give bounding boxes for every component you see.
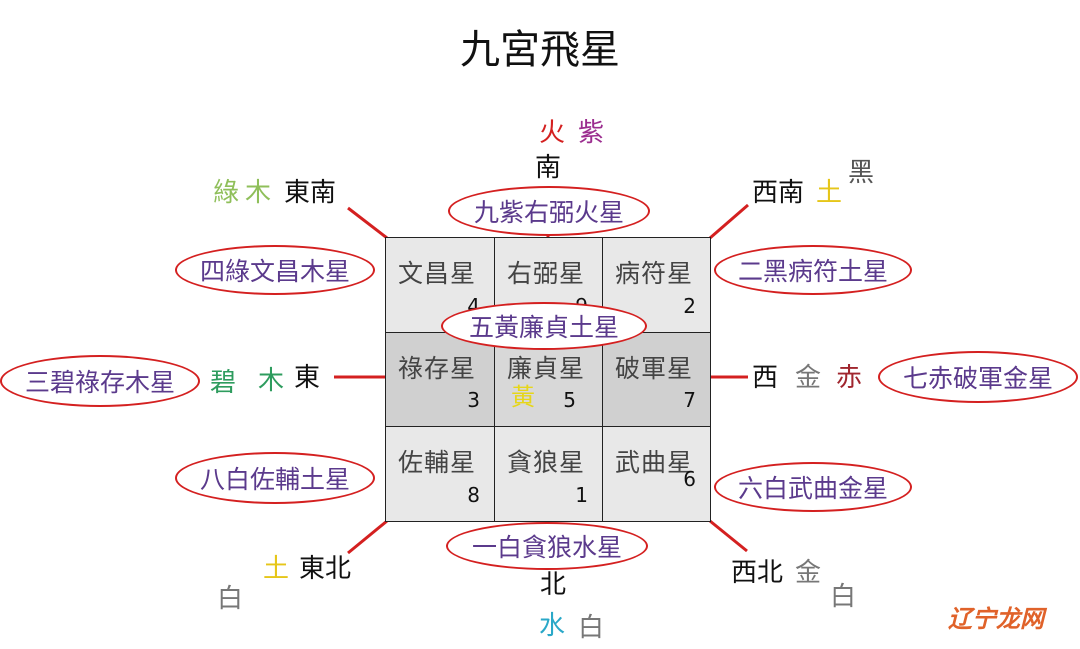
cell-name: 文昌星 bbox=[398, 259, 477, 288]
grid-cell-7: 破軍星 7 bbox=[602, 332, 711, 427]
grid-cell-1: 貪狼星 1 bbox=[494, 426, 603, 522]
center-yellow-char: 黃 bbox=[511, 383, 535, 411]
south-color: 紫 bbox=[578, 118, 605, 148]
north-element: 水 bbox=[539, 611, 566, 641]
site-watermark: 辽宁龙网 bbox=[948, 605, 1044, 633]
northeast-color: 白 bbox=[217, 584, 244, 614]
line-southwest bbox=[709, 203, 749, 240]
west-element: 金 bbox=[795, 363, 822, 393]
cell-name: 廉貞星 bbox=[507, 354, 586, 383]
ellipse-south-label: 九紫右弼火星 bbox=[448, 186, 650, 236]
ellipse-northeast-label: 八白佐輔土星 bbox=[175, 452, 375, 504]
line-northwest bbox=[709, 519, 748, 553]
direction-northeast: 東北 bbox=[299, 554, 352, 584]
northwest-element: 金 bbox=[795, 558, 822, 588]
cell-number: 8 bbox=[467, 483, 480, 507]
southeast-color: 綠 bbox=[213, 178, 240, 208]
northeast-element: 土 bbox=[263, 554, 290, 584]
ellipse-southwest-label: 二黑病符土星 bbox=[714, 245, 912, 295]
northwest-color: 白 bbox=[830, 582, 857, 612]
direction-north: 北 bbox=[540, 570, 567, 600]
cell-name: 佐輔星 bbox=[398, 448, 477, 477]
cell-number: 1 bbox=[575, 483, 588, 507]
cell-name: 祿存星 bbox=[398, 354, 477, 383]
east-color: 碧 bbox=[210, 368, 237, 398]
cell-name: 病符星 bbox=[615, 259, 694, 288]
cell-number: 3 bbox=[467, 388, 480, 412]
southwest-color: 黑 bbox=[848, 158, 875, 188]
cell-name: 武曲星 bbox=[615, 448, 694, 477]
direction-northwest: 西北 bbox=[731, 558, 784, 588]
east-element: 木 bbox=[258, 366, 285, 396]
direction-east: 東 bbox=[294, 363, 321, 393]
ellipse-east-label: 三碧祿存木星 bbox=[0, 355, 200, 407]
ellipse-center-label: 五黃廉貞土星 bbox=[441, 302, 647, 350]
southwest-element: 土 bbox=[816, 178, 843, 208]
direction-south: 南 bbox=[535, 153, 562, 183]
line-southeast bbox=[347, 206, 388, 240]
ellipse-northwest-label: 六白武曲金星 bbox=[714, 462, 912, 512]
direction-southeast: 東南 bbox=[284, 178, 337, 208]
ellipse-north-label: 一白貪狼水星 bbox=[446, 522, 648, 570]
grid-cell-4: 文昌星 4 bbox=[385, 237, 495, 333]
line-northeast bbox=[347, 519, 388, 555]
cell-number: 2 bbox=[683, 294, 696, 318]
grid-cell-8: 佐輔星 8 bbox=[385, 426, 495, 522]
cell-name: 破軍星 bbox=[615, 354, 694, 383]
ellipse-southeast-label: 四綠文昌木星 bbox=[175, 245, 375, 295]
north-color: 白 bbox=[578, 613, 605, 643]
direction-west: 西 bbox=[752, 363, 779, 393]
west-color: 赤 bbox=[836, 363, 863, 393]
grid-cell-6: 武曲星 6 bbox=[602, 426, 711, 522]
cell-number: 6 bbox=[683, 467, 696, 491]
ellipse-west-label: 七赤破軍金星 bbox=[878, 351, 1078, 403]
direction-southwest: 西南 bbox=[752, 178, 805, 208]
cell-number: 5 bbox=[563, 388, 576, 412]
grid-cell-3: 祿存星 3 bbox=[385, 332, 495, 427]
diagram-title: 九宮飛星 bbox=[460, 27, 620, 73]
southeast-element: 木 bbox=[245, 178, 272, 208]
cell-name: 右弼星 bbox=[507, 259, 586, 288]
cell-name: 貪狼星 bbox=[507, 448, 586, 477]
south-element: 火 bbox=[539, 118, 566, 148]
cell-number: 7 bbox=[683, 388, 696, 412]
